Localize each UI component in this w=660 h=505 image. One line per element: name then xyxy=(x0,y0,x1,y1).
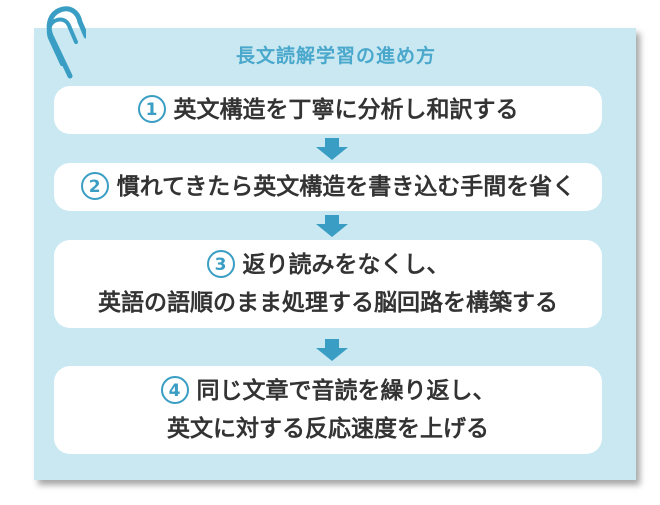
step-3-text-line-2: 英語の語順のまま処理する脳回路を構築する xyxy=(98,290,558,316)
step-2-line-1: 2 慣れてきたら英文構造を書き込む手間を省く xyxy=(80,168,576,206)
paperclip-icon xyxy=(46,6,86,79)
step-4-text-line-1: 同じ文章で音読を繰り返し、 xyxy=(196,378,496,404)
arrow-down-icon xyxy=(316,215,348,237)
step-1-box: 1 英文構造を丁寧に分析し和訳する xyxy=(54,86,602,134)
arrow-down-icon xyxy=(316,138,348,160)
step-4-text-line-2: 英文に対する反応速度を上げる xyxy=(167,416,489,442)
step-3-text-line-1: 返り読みをなくし、 xyxy=(242,252,450,278)
step-3-box: 3 返り読みをなくし、 英語の語順のまま処理する脳回路を構築する xyxy=(54,240,602,328)
step-2-text: 慣れてきたら英文構造を書き込む手間を省く xyxy=(116,174,576,200)
step-4-box: 4 同じ文章で音読を繰り返し、 英文に対する反応速度を上げる xyxy=(54,366,602,454)
arrow-down-icon xyxy=(316,339,348,361)
step-1-text: 英文構造を丁寧に分析し和訳する xyxy=(173,97,519,123)
step-2-box: 2 慣れてきたら英文構造を書き込む手間を省く xyxy=(54,163,602,211)
step-2-number: 2 xyxy=(80,171,109,200)
step-1-number: 1 xyxy=(137,94,166,123)
step-1-line-1: 1 英文構造を丁寧に分析し和訳する xyxy=(137,91,519,129)
step-3-number: 3 xyxy=(206,249,235,278)
card-title: 長文読解学習の進め方 xyxy=(235,45,436,67)
step-4-number: 4 xyxy=(160,375,189,404)
step-3-line-1: 3 返り読みをなくし、 xyxy=(206,246,450,284)
step-4-line-1: 4 同じ文章で音読を繰り返し、 xyxy=(160,372,496,410)
